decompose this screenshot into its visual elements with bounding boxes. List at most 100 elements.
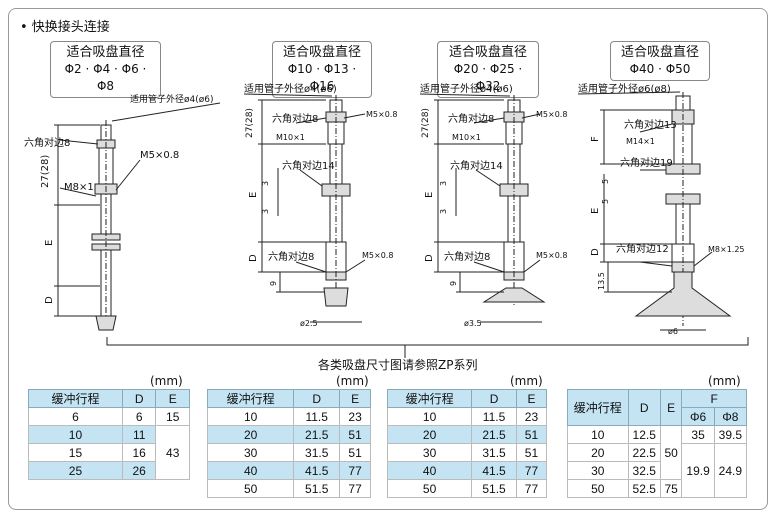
diameter-box-title: 适合吸盘直径 <box>66 45 145 60</box>
table-row: 6 6 15 <box>28 407 190 426</box>
d3-dim-e: E <box>424 192 435 198</box>
stroke-table-4: 缓冲行程 D E F Φ6 Φ8 10 12.5 50 35 39.5 20 2… <box>567 389 748 498</box>
d2-dim-d: D <box>248 254 259 262</box>
col-header: E <box>659 389 683 426</box>
cell: 11 <box>121 425 157 444</box>
d1-hex-label: 六角对边8 <box>24 136 70 149</box>
diameter-box-sizes: Φ40 · Φ50 <box>629 62 691 76</box>
cell: 23 <box>515 407 548 426</box>
table-row: 20 22.5 19.9 24.9 <box>567 443 748 498</box>
cell-merged: 43 <box>155 425 190 480</box>
cell: 77 <box>515 479 548 498</box>
cell: 16 <box>121 443 157 462</box>
d2-dim-3a: 3 <box>261 181 270 186</box>
d2-tube-label: 适用管子外径ø4(ø6) <box>244 82 337 95</box>
col-header: D <box>293 389 341 408</box>
cell: 21.5 <box>471 425 517 444</box>
table-row: 10 11 43 <box>28 425 190 480</box>
d1-dim-27: 27(28) <box>40 155 51 188</box>
d3-tube-label: 适用管子外径ø4(ø6) <box>420 82 513 95</box>
cell: 50 <box>206 479 295 498</box>
cell: 21.5 <box>293 425 341 444</box>
cell: 10 <box>386 407 473 426</box>
d1-tube-label: 适用管子外径ø4(ø6) <box>130 93 214 105</box>
cell: 51.5 <box>293 479 341 498</box>
cell: 75 <box>659 479 683 498</box>
cell: 30 <box>206 443 295 462</box>
col-header: D <box>121 389 157 408</box>
d3-dim-d: D <box>424 254 435 262</box>
content-frame <box>8 8 768 510</box>
d2-thread1-label: M5×0.8 <box>366 110 397 119</box>
cell: 15 <box>155 407 190 426</box>
cell: 12.5 <box>627 425 661 444</box>
d3-dim-3b: 3 <box>439 209 448 214</box>
d3-hex3-label: 六角对边8 <box>444 250 490 263</box>
col-header: 缓冲行程 <box>386 389 473 408</box>
fitting-drawing-4 <box>577 91 732 331</box>
stroke-table-1: 缓冲行程 D E 6 6 15 10 11 43 15 16 25 26 <box>28 389 190 480</box>
d4-thread1-label: M14×1 <box>626 137 655 146</box>
cell: 30 <box>567 461 629 480</box>
cell: 31.5 <box>293 443 341 462</box>
d2-dim-3b: 3 <box>261 209 270 214</box>
cell: 39.5 <box>713 425 748 444</box>
unit-label-3: (mm) <box>510 374 543 388</box>
cell: 40 <box>386 461 473 480</box>
cell: 6 <box>121 407 157 426</box>
diameter-box-sizes: Φ2 · Φ4 · Φ6 · Φ8 <box>64 62 147 93</box>
cell: 50 <box>386 479 473 498</box>
col-header: 缓冲行程 <box>567 389 629 426</box>
d4-hex1-label: 六角对边13 <box>624 118 677 131</box>
d2-thread2-label: M10×1 <box>276 133 305 142</box>
d3-thread2-label: M10×1 <box>452 133 481 142</box>
d1-thread-label: M5×0.8 <box>140 150 179 161</box>
cell: 40 <box>206 461 295 480</box>
col-header: D <box>471 389 517 408</box>
cell: 20 <box>206 425 295 444</box>
d3-thread1-label: M5×0.8 <box>536 110 567 119</box>
diameter-box-sizes: Φ20 · Φ25 · Φ32 <box>453 62 523 93</box>
d1-dim-e: E <box>44 240 55 246</box>
d2-dim-27: 27(28) <box>245 108 255 138</box>
cell: 20 <box>567 443 629 462</box>
cell-merged: 50 <box>659 425 683 480</box>
diameter-box-title: 适合吸盘直径 <box>448 45 527 60</box>
d3-dim-9: 9 <box>449 281 458 286</box>
d3-dim-3a: 3 <box>439 181 448 186</box>
cell: 10 <box>206 407 295 426</box>
d2-dim-9: 9 <box>269 281 278 286</box>
d4-hex2-label: 六角对边19 <box>620 156 673 169</box>
diameter-box-sizes: Φ10 · Φ13 · Φ16 <box>287 62 357 93</box>
diameter-box-3: 适合吸盘直径 Φ20 · Φ25 · Φ32 <box>437 41 539 98</box>
cell: 10 <box>28 425 123 444</box>
cell-merged: 19.9 <box>681 443 715 498</box>
col-header: 缓冲行程 <box>28 389 123 408</box>
d4-dim-f: F <box>590 136 601 142</box>
d4-dim-e: E <box>590 208 601 214</box>
fitting-drawing-3 <box>419 93 546 323</box>
col-subheader: Φ8 <box>713 407 748 426</box>
col-subheader: Φ6 <box>681 407 715 426</box>
cell: 20 <box>386 425 473 444</box>
fitting-drawing-1 <box>54 102 221 331</box>
d4-dia: ø6 <box>668 327 678 336</box>
cell: 77 <box>339 461 371 480</box>
cell: 25 <box>28 461 123 480</box>
cell: 32.5 <box>627 461 661 480</box>
d1-dim-d: D <box>44 296 55 304</box>
cell: 41.5 <box>293 461 341 480</box>
d2-dia: ø2.5 <box>300 319 318 328</box>
cell-merged: 24.9 <box>713 443 748 498</box>
d4-dim-5b: 5 <box>601 199 610 204</box>
d2-hex1-label: 六角对边8 <box>272 112 318 125</box>
unit-label-4: (mm) <box>708 374 741 388</box>
d3-dim-27: 27(28) <box>421 108 431 138</box>
cell: 50 <box>567 479 629 498</box>
d4-dim-135: 13.5 <box>597 272 606 290</box>
